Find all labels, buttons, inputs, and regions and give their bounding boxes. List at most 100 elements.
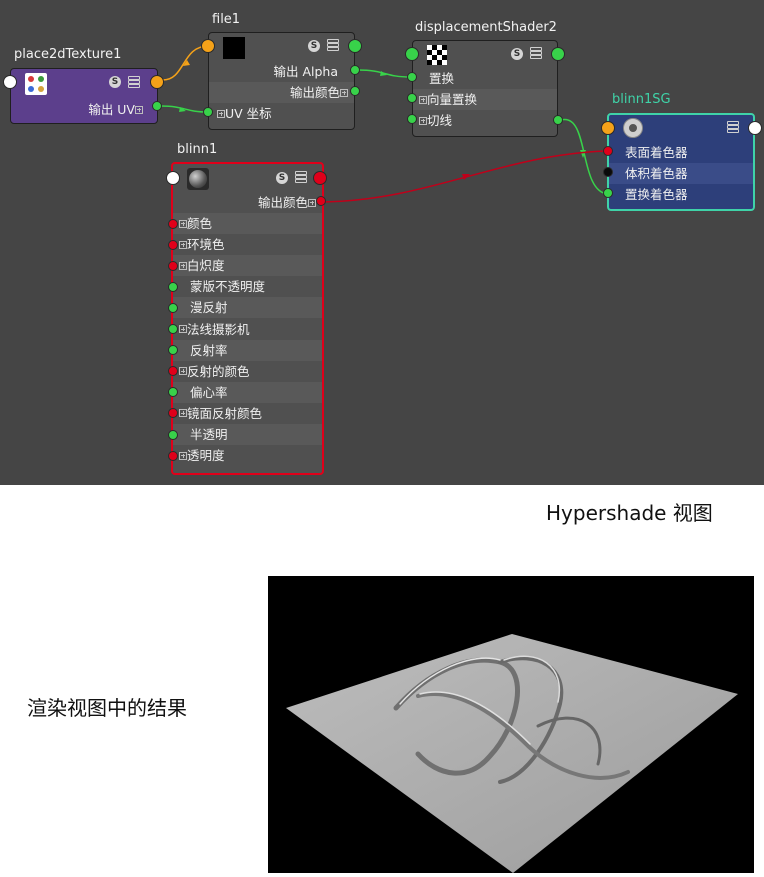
- blinn-attr-row[interactable]: 蒙版不透明度: [173, 276, 322, 298]
- file-out-color-port[interactable]: [350, 86, 360, 96]
- expand-icon[interactable]: [308, 198, 316, 207]
- blinn-input-port[interactable]: [166, 171, 180, 185]
- place2d-node[interactable]: S 输出 UV: [10, 68, 158, 124]
- disp-displace-port[interactable]: [407, 72, 417, 82]
- place2d-output-port[interactable]: [150, 75, 164, 89]
- sg-surface-port[interactable]: [603, 146, 613, 156]
- blinn-attr-row[interactable]: 偏心率: [173, 381, 322, 403]
- sg-node[interactable]: 表面着色器 体积着色器 置换着色器: [607, 113, 755, 211]
- file-output-port[interactable]: [348, 39, 362, 53]
- menu-icon[interactable]: [295, 171, 307, 183]
- blinn-attr-row[interactable]: 半透明: [173, 424, 322, 445]
- disp-vector-port[interactable]: [407, 93, 417, 103]
- disp-row-tangent: 切线: [427, 113, 453, 128]
- render-caption: 渲染视图中的结果: [27, 696, 187, 720]
- file-uv-coord-label: UV 坐标: [225, 106, 272, 121]
- expand-icon[interactable]: [217, 109, 225, 118]
- disp-node[interactable]: S 置换 向量置换 切线: [412, 40, 558, 137]
- blinn-attr-row[interactable]: 透明度: [173, 445, 322, 467]
- menu-icon[interactable]: [530, 47, 542, 59]
- blinn-attr-port[interactable]: [168, 324, 178, 334]
- disp-tangent-port[interactable]: [407, 114, 417, 124]
- menu-icon[interactable]: [327, 39, 339, 51]
- expand-icon[interactable]: [419, 95, 427, 104]
- expand-icon[interactable]: [179, 451, 187, 460]
- expand-icon[interactable]: [179, 409, 187, 418]
- render-view: [268, 576, 754, 873]
- file-out-color-label: 输出颜色: [289, 85, 340, 100]
- expand-icon[interactable]: [179, 325, 187, 333]
- expand-icon[interactable]: [135, 105, 143, 114]
- swatch-s-icon[interactable]: S: [308, 40, 320, 52]
- blinn-sphere-icon: [187, 168, 209, 190]
- expand-icon[interactable]: [179, 240, 187, 249]
- blinn-attr-row[interactable]: 白炽度: [173, 255, 322, 277]
- swatch-s-icon[interactable]: S: [109, 76, 121, 88]
- blinn-attr-label: 蒙版不透明度: [190, 279, 266, 295]
- sg-title: blinn1SG: [612, 92, 671, 107]
- checker-icon: [427, 45, 447, 65]
- blinn-attr-label: 半透明: [190, 427, 228, 442]
- file-input-port[interactable]: [201, 39, 215, 53]
- blinn-attr-row[interactable]: 颜色: [173, 213, 322, 234]
- blinn-attr-label: 法线摄影机: [187, 321, 250, 337]
- blinn-attr-label: 透明度: [187, 448, 225, 464]
- file-out-alpha-port[interactable]: [350, 65, 360, 75]
- expand-icon[interactable]: [179, 367, 187, 376]
- menu-icon[interactable]: [727, 121, 739, 133]
- blinn-out-color-port[interactable]: [316, 196, 326, 206]
- file-node[interactable]: S 输出 Alpha 输出颜色 UV 坐标: [208, 32, 355, 130]
- blinn-attr-port[interactable]: [168, 239, 178, 250]
- hypershade-graph[interactable]: place2dTexture1 S 输出 UV file1 S 输出 Alpha…: [0, 0, 764, 485]
- file-uv-coord-port[interactable]: [203, 107, 213, 117]
- blinn-attr-row[interactable]: 镜面反射颜色: [173, 402, 322, 424]
- expand-icon[interactable]: [179, 219, 187, 228]
- sg-input-port[interactable]: [601, 121, 615, 135]
- place2d-out-uv-label: 输出 UV: [88, 102, 135, 117]
- expand-icon[interactable]: [340, 88, 348, 97]
- blinn-attr-row[interactable]: 法线摄影机: [173, 318, 322, 340]
- blinn-attr-label: 镜面反射颜色: [187, 405, 263, 421]
- place2d-out-uv-port[interactable]: [152, 101, 162, 111]
- blinn-attr-port[interactable]: [168, 260, 178, 271]
- menu-icon[interactable]: [128, 76, 140, 88]
- blinn-attr-port[interactable]: [168, 345, 178, 356]
- wire-arrow: [380, 71, 387, 76]
- expand-icon[interactable]: [419, 116, 427, 125]
- sg-output-port[interactable]: [748, 121, 762, 135]
- blinn-attr-row[interactable]: 环境色: [173, 234, 322, 256]
- blinn-attr-row[interactable]: 反射的颜色: [173, 360, 322, 382]
- wire-alpha-to-disp: [357, 69, 411, 78]
- wire-arrow: [580, 150, 586, 158]
- expand-icon[interactable]: [179, 261, 187, 270]
- disp-output-port[interactable]: [551, 47, 565, 61]
- blinn-attr-label: 漫反射: [190, 300, 228, 316]
- blinn-attr-port[interactable]: [168, 218, 178, 229]
- sg-volume-port[interactable]: [603, 167, 613, 177]
- blinn-title: blinn1: [177, 142, 218, 157]
- blinn-node[interactable]: S 输出颜色 颜色环境色白炽度蒙版不透明度漫反射法线摄影机反射率反射的颜色偏心率…: [171, 162, 324, 475]
- disp-row-displace: 置换: [429, 71, 455, 86]
- blinn-attr-port[interactable]: [168, 408, 178, 419]
- place2d-input-port[interactable]: [3, 75, 17, 89]
- sg-displace-port[interactable]: [603, 188, 613, 198]
- blinn-output-port[interactable]: [313, 171, 327, 185]
- sg-row-displace: 置换着色器: [625, 187, 688, 202]
- sg-row-volume: 体积着色器: [625, 166, 688, 181]
- swatch-s-icon[interactable]: S: [511, 48, 523, 60]
- swatch-s-icon[interactable]: S: [276, 172, 288, 184]
- blinn-attr-label: 环境色: [187, 237, 225, 253]
- disp-out-port[interactable]: [553, 115, 563, 125]
- blinn-attr-row[interactable]: 漫反射: [173, 297, 322, 319]
- blinn-attr-label: 反射的颜色: [187, 363, 250, 379]
- blinn-attr-port[interactable]: [168, 387, 178, 398]
- sg-row-surface: 表面着色器: [625, 145, 688, 160]
- disp-input-port[interactable]: [405, 47, 419, 61]
- blinn-attr-port[interactable]: [168, 366, 178, 377]
- blinn-attr-label: 偏心率: [190, 384, 228, 400]
- blinn-attr-port[interactable]: [168, 450, 178, 461]
- blinn-attr-port[interactable]: [168, 281, 178, 292]
- blinn-attr-port[interactable]: [168, 302, 178, 313]
- blinn-attr-port[interactable]: [168, 429, 178, 440]
- blinn-attr-row[interactable]: 反射率: [173, 339, 322, 361]
